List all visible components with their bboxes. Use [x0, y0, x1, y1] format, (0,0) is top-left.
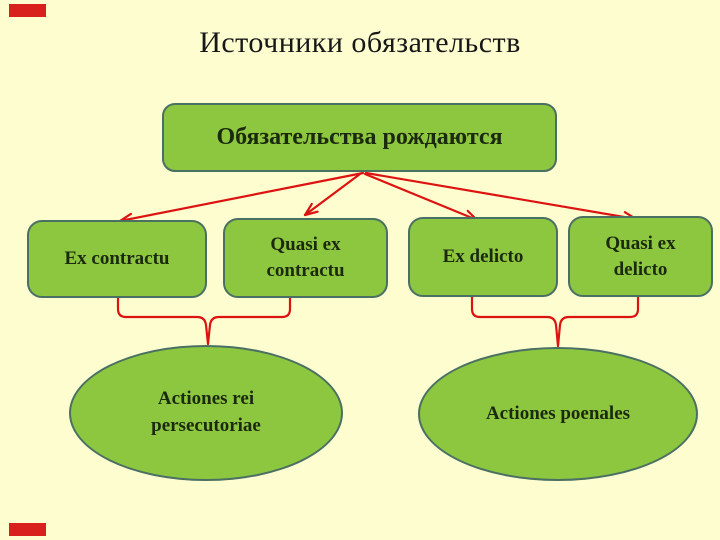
node-actiones-poenales: Actiones poenales — [418, 347, 698, 481]
arrow-root-to-quasi-ex-delicto — [364, 171, 638, 223]
node-root-label: Обязательства рождаются — [216, 124, 503, 150]
node-ex-contractu: Ex contractu — [27, 220, 207, 298]
node-quasi-ex-contractu-label: Quasi ex contractu — [266, 234, 345, 281]
node-actiones-rei-label: Actiones rei persecutoriae — [151, 388, 261, 436]
node-quasi-ex-delicto-label: Quasi ex delicto — [605, 232, 676, 280]
arrow-root-to-quasi-ex-contractu — [303, 172, 362, 217]
node-actiones-poenales-label: Actiones poenales — [485, 402, 631, 424]
arrow-root-to-ex-delicto — [363, 172, 479, 222]
node-ex-delicto: Ex delicto — [408, 217, 558, 297]
slide-title: Источники обязательств — [199, 26, 521, 59]
corner-accent-bottom-left — [9, 523, 46, 536]
corner-accent-top-left — [9, 4, 46, 17]
node-actiones-rei-persecutoriae: Actiones rei persecutoriae — [69, 345, 343, 481]
arrow-root-to-ex-contractu — [118, 171, 365, 225]
node-ex-delicto-label: Ex delicto — [442, 246, 524, 267]
bracket-right-to-actiones-poenales — [470, 295, 640, 348]
node-quasi-ex-contractu: Quasi ex contractu — [223, 218, 388, 298]
node-quasi-ex-delicto: Quasi ex delicto — [568, 216, 713, 297]
node-ex-contractu-label: Ex contractu — [64, 248, 170, 269]
node-root-obligations: Обязательства рождаются — [162, 103, 557, 172]
bracket-left-to-actiones-rei — [116, 296, 292, 346]
